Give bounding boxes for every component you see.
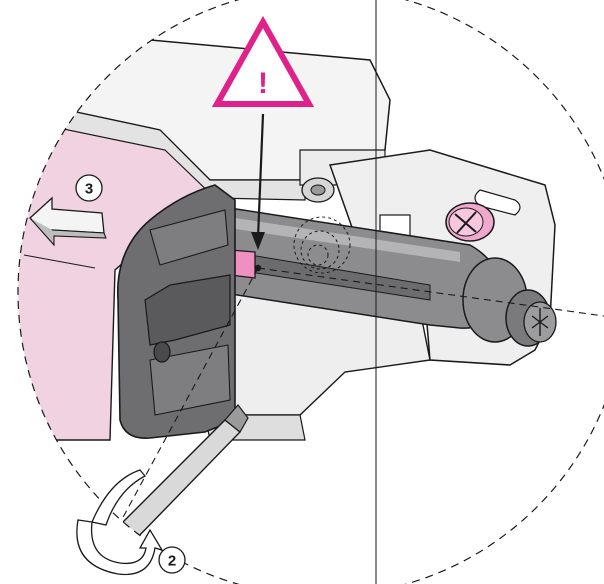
step-2-label: 2: [168, 553, 176, 570]
bracket-slot: [474, 189, 521, 216]
step-3-badge: 3: [75, 174, 103, 202]
panel-edge-line: [23, 254, 96, 269]
rotate-arrow-icon: [76, 469, 164, 576]
seal-upper-groove: [149, 209, 229, 266]
warning-icon: !: [211, 15, 315, 107]
arrow-left-icon: [29, 196, 107, 247]
seal-screw-hole: [153, 341, 171, 363]
alignment-lines: [107, 267, 604, 546]
end-seal-inner: [144, 274, 231, 346]
warning-pointer-arrow: [251, 113, 265, 250]
hex-screw: [301, 177, 335, 203]
alignment-point: [254, 264, 262, 272]
detail-circle-outline: [17, 0, 604, 584]
shaft-highlight: [215, 215, 460, 262]
shaft-end-cap: [462, 257, 557, 347]
pink-screw: [445, 202, 495, 242]
hidden-detail-circles: [293, 216, 351, 274]
detail-view: [18, 29, 604, 557]
step-2-badge: 2: [158, 546, 186, 574]
step-3-label: 3: [85, 181, 93, 198]
seal-lower-groove: [149, 344, 231, 416]
warning-symbol: !: [258, 67, 268, 100]
upper-rail-front: [19, 99, 306, 201]
